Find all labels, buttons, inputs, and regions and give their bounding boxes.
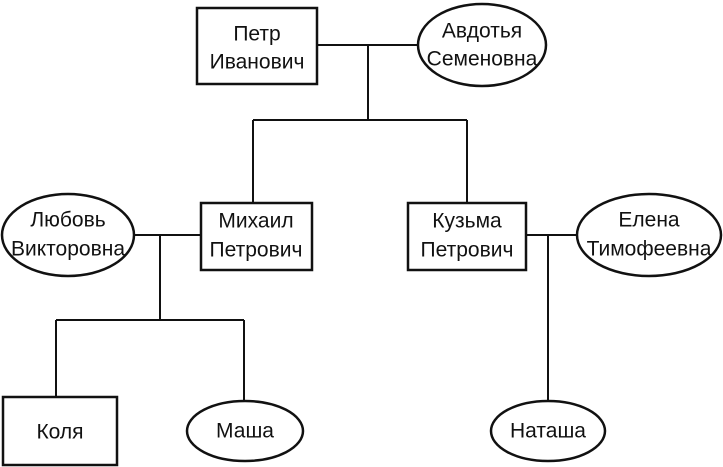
person-label: Викторовна [11, 238, 125, 261]
person-label: Иванович [210, 51, 305, 74]
person-label: Наташа [510, 420, 586, 443]
person-label: Михаил [218, 210, 293, 233]
person-label: Маша [216, 420, 274, 443]
person-label: Петрович [210, 239, 303, 262]
person-label: Тимофеевна [587, 238, 712, 261]
person-ellipse-natasha: Наташа [489, 399, 607, 463]
person-ellipse-avdotya: Авдотья Семеновна [416, 2, 548, 88]
person-ellipse-lyubov: Любовь Викторовна [0, 192, 136, 278]
person-box-mikhail: Михаил Петрович [199, 201, 314, 272]
person-box-petr: Петр Иванович [195, 6, 319, 86]
connectors [55, 44, 577, 401]
person-box-kolya: Коля [1, 395, 119, 467]
person-label: Семеновна [427, 48, 538, 71]
person-label: Кузьма [432, 210, 502, 233]
person-label: Петр [233, 23, 280, 46]
person-ellipse-masha: Маша [185, 399, 305, 463]
person-label: Елена [618, 209, 680, 232]
person-label: Петрович [421, 239, 514, 262]
person-label: Любовь [30, 209, 105, 232]
person-label: Коля [36, 421, 83, 444]
person-label: Авдотья [442, 20, 522, 43]
person-box-kuzma: Кузьма Петрович [406, 201, 528, 272]
person-ellipse-elena: Елена Тимофеевна [575, 192, 723, 278]
